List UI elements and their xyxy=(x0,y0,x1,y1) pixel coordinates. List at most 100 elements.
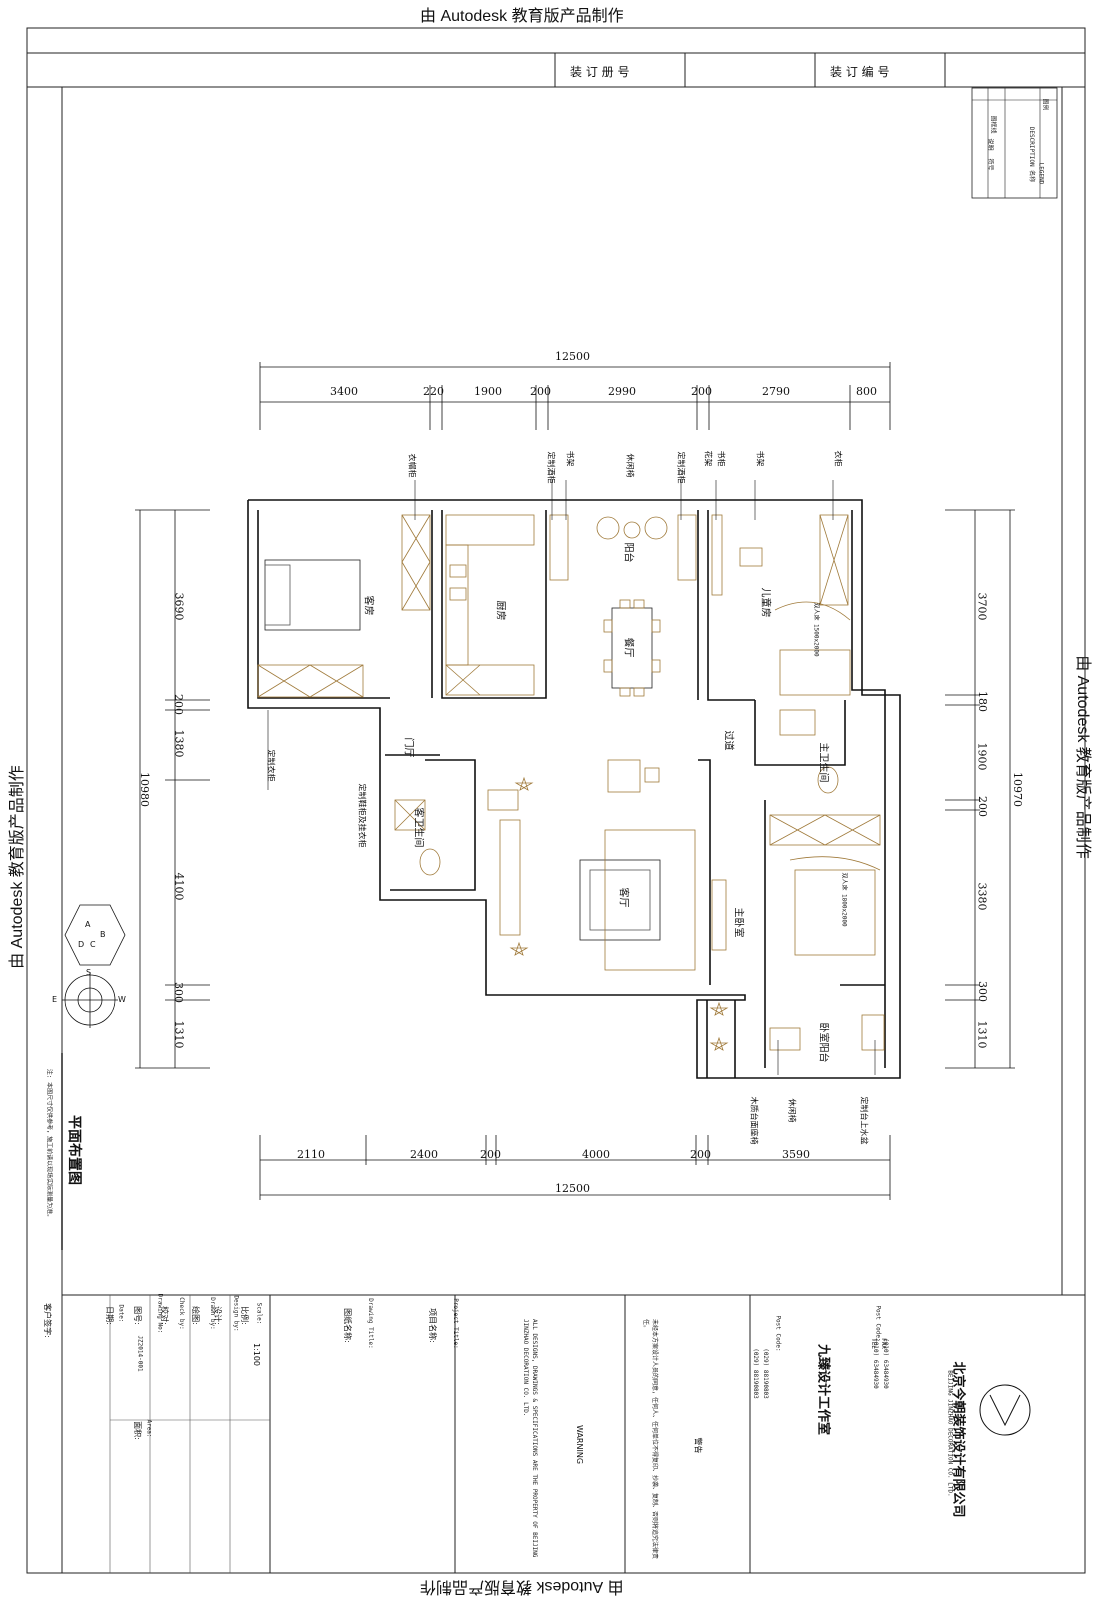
dim-right-seg-3: 1900 xyxy=(975,742,989,771)
dim-right-seg-2: 180 xyxy=(976,691,989,712)
room-dining: 餐厅 xyxy=(622,637,634,658)
annot-leisure-chair-2: 休闲椅 xyxy=(787,1098,797,1123)
studio-name: 九臻设计工作室 xyxy=(815,1343,831,1435)
studio-tel: (029) 88190803 xyxy=(761,1348,769,1399)
warning-en: ALL DESIGNS, DRAWINGS & SPECIFICATIONS A… xyxy=(522,1319,538,1558)
company-post-label: Post Code: xyxy=(874,1305,882,1342)
room-child: 儿童房 xyxy=(759,587,771,618)
annot-custom-wardrobe: 定制衣柜 xyxy=(266,749,276,782)
compass-letter-b: B xyxy=(100,930,106,939)
annot-flower-stand: 花架 xyxy=(703,450,713,467)
compass-dir-e: E xyxy=(52,995,58,1004)
room-balcony: 阳台 xyxy=(622,542,634,563)
compass-dir-w: W xyxy=(118,995,126,1004)
annot-bookcase: 书柜 xyxy=(716,450,726,467)
dim-left-seg-1: 3690 xyxy=(172,592,186,621)
annot-wardrobe-2: 衣柜 xyxy=(833,450,843,467)
dim-right-seg-5: 3380 xyxy=(975,882,989,911)
room-entry: 门厅 xyxy=(402,737,414,758)
company-tel: (010) 63484930 xyxy=(871,1338,879,1389)
drawn-cn: 绘图: xyxy=(190,1306,200,1325)
leader-lines xyxy=(267,480,876,1075)
scale-en: Scale: xyxy=(255,1302,263,1325)
annot-wood-bench: 木质台面座椅 xyxy=(749,1096,759,1145)
dim-left-seg-2: 200 xyxy=(172,694,185,715)
walls xyxy=(247,499,901,1079)
dim-top-seg-1: 3400 xyxy=(330,385,358,398)
dim-right-seg-1: 3700 xyxy=(975,592,989,621)
drawing-no-en: Drawing No: xyxy=(156,1293,164,1334)
dim-right-total: 10970 xyxy=(1011,772,1024,807)
dim-right-seg-4: 200 xyxy=(976,796,989,817)
binding-number-label: 装 订 编 号 xyxy=(830,65,890,79)
warning-cn: 未经本方案设计人员的同意，任何人、任何单位不得复印、抄袭、复制、否则将追究法律责… xyxy=(642,1319,658,1560)
compass-letter-a: A xyxy=(85,920,91,929)
drawing-title-cn: 图纸名称: xyxy=(342,1308,352,1343)
watermark-top: 由 Autodesk 教育版产品制作 xyxy=(420,8,624,25)
compass-dir-s: S xyxy=(86,968,92,977)
dim-bottom-seg-5: 200 xyxy=(690,1148,711,1161)
dim-top-seg-2: 220 xyxy=(423,385,444,398)
annot-custom-sink: 定制台上水盆 xyxy=(859,1096,869,1145)
annot-bookshelf-2: 书架 xyxy=(755,450,765,467)
scale-cn: 比例: xyxy=(239,1306,249,1325)
compass-letter-d: D xyxy=(78,940,85,949)
project-title-en: Project Title: xyxy=(451,1298,459,1349)
dim-bottom-seg-6: 3590 xyxy=(782,1148,810,1161)
client-sign: 客户签字: xyxy=(42,1303,52,1338)
compass-letter-c: C xyxy=(90,940,96,949)
annot-bed-master: 双人床 1800x2000 xyxy=(840,872,848,927)
room-master-bedroom: 主卧室 xyxy=(732,907,744,938)
design-en: Design by: xyxy=(232,1295,240,1332)
annot-wardrobe: 衣帽柜 xyxy=(407,453,417,478)
dim-top-seg-3: 1900 xyxy=(474,385,502,398)
check-en: Check by: xyxy=(177,1297,185,1330)
binding-volume-label: 装 订 册 号 xyxy=(570,65,630,79)
drawing-no-cn: 图号: xyxy=(132,1306,142,1325)
dim-top-seg-4: 200 xyxy=(530,385,551,398)
drawing-no-value: JZ2014-001 xyxy=(136,1335,144,1372)
dim-left-total: 10980 xyxy=(138,772,151,807)
annot-shoe-cabinet: 定制鞋柜及挂衣柜 xyxy=(357,783,367,848)
plan-title: 平面布置图 xyxy=(66,1115,82,1185)
room-bedroom-balcony: 卧室阳台 xyxy=(817,1022,829,1063)
dim-top-seg-7: 2790 xyxy=(762,385,790,398)
date-en: Date: xyxy=(117,1304,125,1323)
dim-bottom-seg-4: 4000 xyxy=(582,1148,610,1161)
compass-symbol xyxy=(62,904,126,1028)
room-living: 客厅 xyxy=(617,887,629,908)
dim-left-seg-6: 1310 xyxy=(172,1020,186,1049)
room-guest-bedroom: 客房 xyxy=(362,595,374,616)
area-cn: 面积: xyxy=(132,1421,142,1440)
right-dimension-lines xyxy=(945,509,1015,1069)
dim-bottom-total: 12500 xyxy=(555,1182,590,1195)
dim-right-seg-7: 1310 xyxy=(975,1020,989,1049)
annot-custom-wine-2: 定制酒柜 xyxy=(676,451,686,484)
dim-bottom-seg-3: 200 xyxy=(480,1148,501,1161)
project-title-cn: 项目名称: xyxy=(427,1308,437,1343)
company-fax: (010) 63484930 xyxy=(881,1338,889,1389)
date-cn: 日期: xyxy=(104,1306,114,1325)
scale-value: 1:100 xyxy=(252,1342,262,1367)
room-corridor: 过道 xyxy=(722,730,734,751)
annot-bookshelf: 书架 xyxy=(565,450,575,467)
dim-left-seg-5: 300 xyxy=(172,982,185,1003)
dim-left-seg-3: 1380 xyxy=(172,729,186,758)
room-kitchen: 厨房 xyxy=(494,600,506,621)
annot-bed-child: 双人床 1500x2000 xyxy=(812,602,820,657)
dim-left-seg-4: 4100 xyxy=(172,872,186,901)
studio-post: Post Code: xyxy=(774,1315,782,1352)
company-logo xyxy=(979,1384,1031,1436)
annot-custom-wine: 定制酒柜 xyxy=(546,451,556,484)
warning-cn-title: 警告 xyxy=(693,1437,703,1454)
plan-note: 注: 本图尺寸仅供参考，施工前请以现场实际测量为准。 xyxy=(45,1068,53,1221)
dim-top-seg-6: 200 xyxy=(691,385,712,398)
top-dimension-lines xyxy=(259,362,891,430)
dim-top-seg-5: 2990 xyxy=(608,385,636,398)
room-guest-bath: 客卫生间 xyxy=(412,807,424,848)
drawn-en: Drawn by: xyxy=(208,1297,216,1330)
annot-leisure-chair: 休闲椅 xyxy=(625,453,635,478)
furniture xyxy=(257,514,885,1051)
